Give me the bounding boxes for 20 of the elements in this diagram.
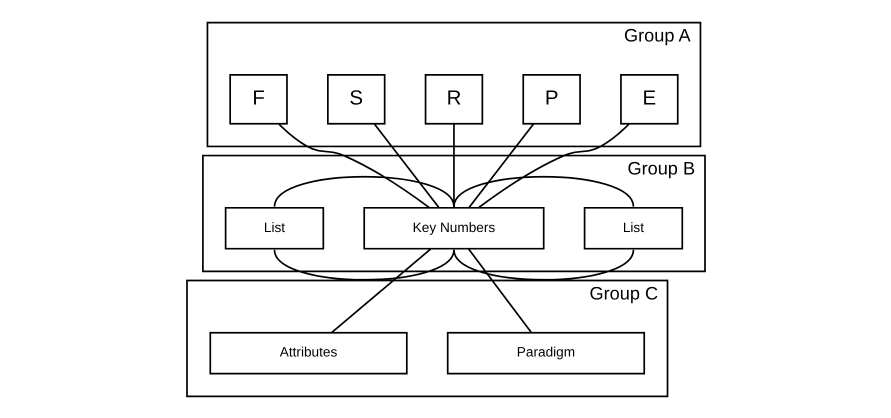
connector — [452, 175, 634, 206]
node-box: R — [424, 74, 483, 124]
connector — [452, 123, 454, 207]
connector — [373, 122, 439, 208]
connector — [468, 122, 534, 208]
node-box: S — [326, 74, 385, 124]
connector — [273, 249, 454, 280]
node-box: List — [583, 206, 683, 250]
connector — [468, 248, 532, 332]
node-box: E — [620, 74, 678, 124]
node-box: Key Numbers — [362, 206, 544, 250]
connector — [273, 175, 454, 206]
node-box: List — [224, 206, 324, 250]
connector — [278, 123, 430, 208]
node-box: F — [228, 74, 288, 124]
connector — [330, 248, 431, 333]
connector — [478, 123, 629, 208]
node-box: P — [522, 74, 580, 124]
node-box: Paradigm — [446, 331, 645, 374]
node-box: Attributes — [208, 331, 408, 374]
